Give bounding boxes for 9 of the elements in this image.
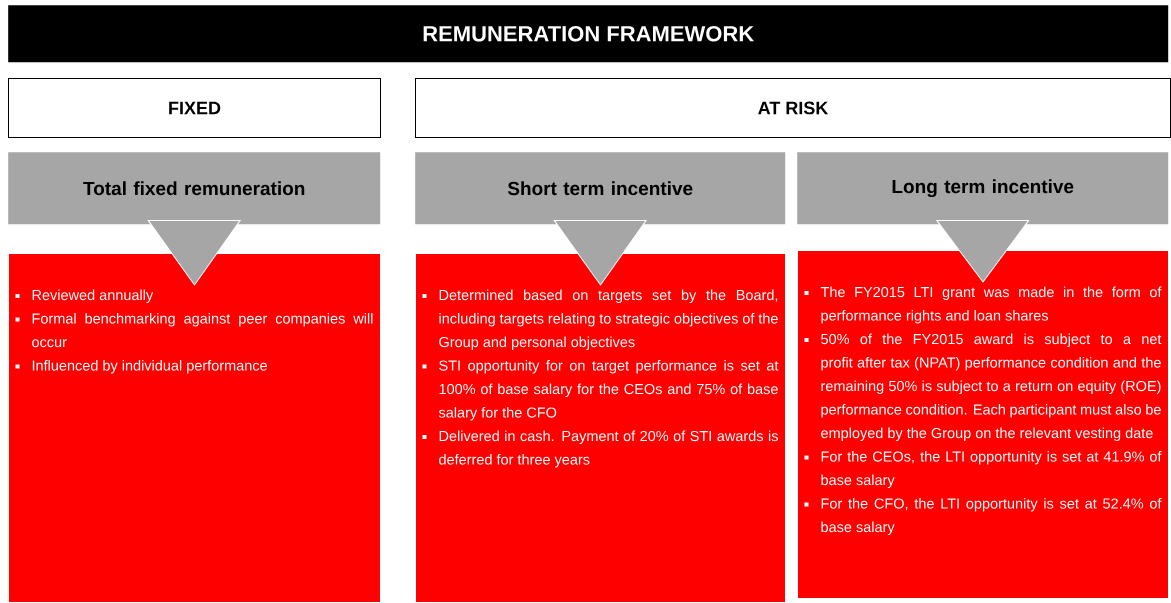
category-box: FIXED	[8, 78, 381, 138]
chevron-arrow	[936, 219, 1030, 283]
category-box: AT RISK	[415, 78, 1171, 138]
info-box: Determined based on targets set by the Board, including targets relating to strategic objectives of the Group and personal objectives STI opportunity for on target performance is set at 100% of base salary for the CEOs and 75% of base salary for the CFO Delivered in cash. Payment of 20% of STI awards is deferred for three years	[415, 253, 786, 603]
info-box: Reviewed annually Formal benchmarking against peer companies will occur Influenced by individual performance	[8, 253, 381, 603]
chevron-arrow	[147, 219, 241, 286]
chevron-arrow	[553, 219, 647, 286]
title-banner: REMUNERATION FRAMEWORK	[8, 5, 1169, 63]
info-box: The FY2015 LTI grant was made in the form of performance rights and loan shares 50% of the FY2015 award is subject to a net profit after tax (NPAT) performance condition and the remaining 50% is subject to a return on equity (ROE) performance condition. Each participant must also be employed by the Group on the relevant vesting date For the CEOs, the LTI opportunity is set at 41.9% of base salary For the CFO, the LTI opportunity is set at 52.4% of base salary	[797, 250, 1169, 599]
